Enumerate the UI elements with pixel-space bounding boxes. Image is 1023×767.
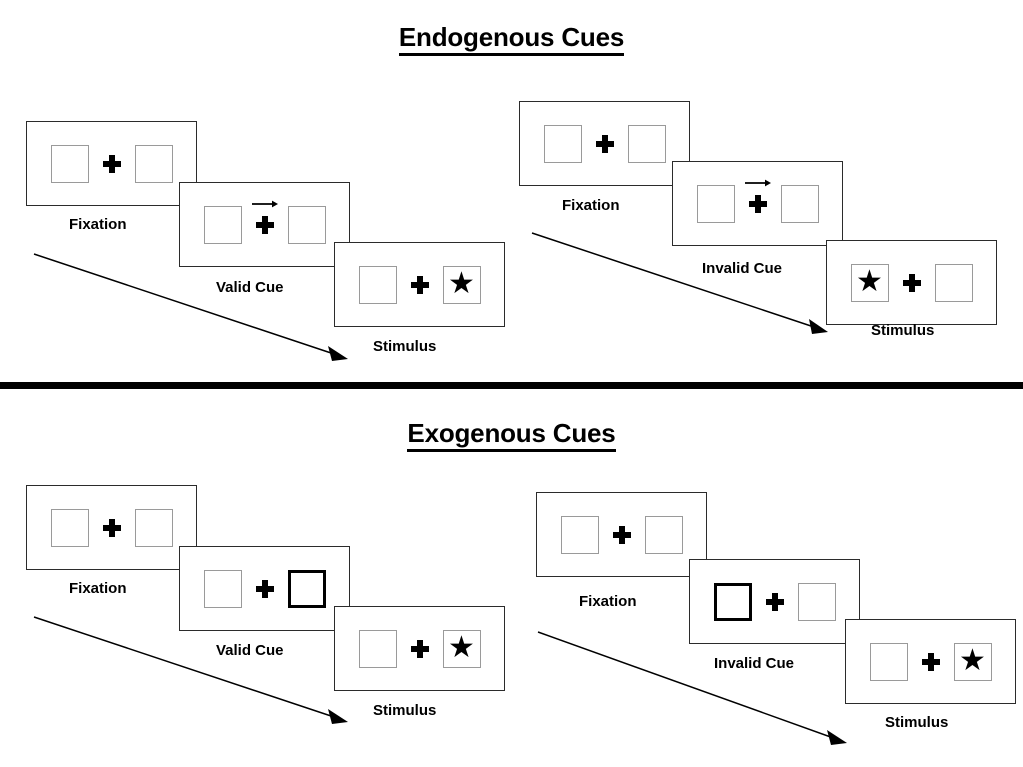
panel-endogenous-valid-stimulus: ★ [334,242,505,327]
placeholder-box-left-cued [713,582,752,621]
placeholder-box-right [134,508,173,547]
placeholder-box-left [50,144,89,183]
placeholder-box-right: ★ [953,642,992,681]
caption-endogenous-valid-stimulus: Stimulus [373,338,437,355]
placeholder-box-left [358,265,397,304]
placeholder-box-left [543,124,582,163]
caption-endogenous-invalid-fixation: Fixation [562,197,620,214]
section-title-endogenous-text: Endogenous Cues [398,22,624,56]
placeholder-box-left: ★ [850,263,889,302]
placeholder-box-right-cued [287,569,326,608]
caption-endogenous-invalid-stimulus: Stimulus [871,322,935,339]
panel-exogenous-invalid-stimulus: ★ [845,619,1016,704]
panel-endogenous-invalid-fixation [519,101,690,186]
panel-exogenous-invalid-fixation [536,492,707,577]
plus-icon [102,154,121,173]
plus-icon [921,652,940,671]
caption-endogenous-valid-fixation: Fixation [69,216,127,233]
caption-exogenous-valid-stimulus: Stimulus [373,702,437,719]
star-icon: ★ [448,266,475,300]
section-title-exogenous: Exogenous Cues [0,418,1023,452]
placeholder-box-right [287,205,326,244]
plus-icon [410,639,429,658]
placeholder-box-right [797,582,836,621]
panel-endogenous-valid-fixation [26,121,197,206]
section-divider [0,382,1023,389]
panel-endogenous-invalid-stimulus: ★ [826,240,997,325]
placeholder-box-left [203,205,242,244]
placeholder-box-right: ★ [442,265,481,304]
caption-endogenous-invalid-cue: Invalid Cue [702,260,783,277]
plus-icon [612,525,631,544]
caption-endogenous-valid-cue: Valid Cue [216,279,284,296]
time-flow-arrow-exogenous-invalid [534,626,859,756]
plus-icon [102,518,121,537]
placeholder-box-right [627,124,666,163]
section-title-endogenous: Endogenous Cues [0,22,1023,56]
panel-exogenous-valid-stimulus: ★ [334,606,505,691]
panel-endogenous-invalid-cue [672,161,843,246]
star-icon: ★ [959,643,986,677]
star-icon: ★ [856,264,883,298]
plus-icon [410,275,429,294]
plus-icon [744,179,771,213]
panel-exogenous-valid-fixation [26,485,197,570]
placeholder-box-right [134,144,173,183]
arrow-right-icon [251,199,278,209]
panel-endogenous-valid-cue [179,182,350,267]
placeholder-box-right [644,515,683,554]
placeholder-box-right [934,263,973,302]
placeholder-box-left [358,629,397,668]
placeholder-box-left [50,508,89,547]
placeholder-box-right: ★ [442,629,481,668]
plus-icon [765,592,784,611]
caption-exogenous-invalid-fixation: Fixation [579,593,637,610]
plus-icon [255,579,274,598]
panel-exogenous-invalid-cue [689,559,860,644]
placeholder-box-left [696,184,735,223]
caption-exogenous-invalid-stimulus: Stimulus [885,714,949,731]
caption-exogenous-invalid-cue: Invalid Cue [714,655,795,672]
placeholder-box-left [560,515,599,554]
section-title-exogenous-text: Exogenous Cues [407,418,616,452]
caption-exogenous-valid-cue: Valid Cue [216,642,284,659]
panel-exogenous-valid-cue [179,546,350,631]
caption-exogenous-valid-fixation: Fixation [69,580,127,597]
placeholder-box-left [203,569,242,608]
placeholder-box-right [780,184,819,223]
plus-icon [595,134,614,153]
plus-icon [251,200,278,234]
arrow-right-icon [744,178,771,188]
plus-icon [902,273,921,292]
placeholder-box-left [869,642,908,681]
star-icon: ★ [448,630,475,664]
